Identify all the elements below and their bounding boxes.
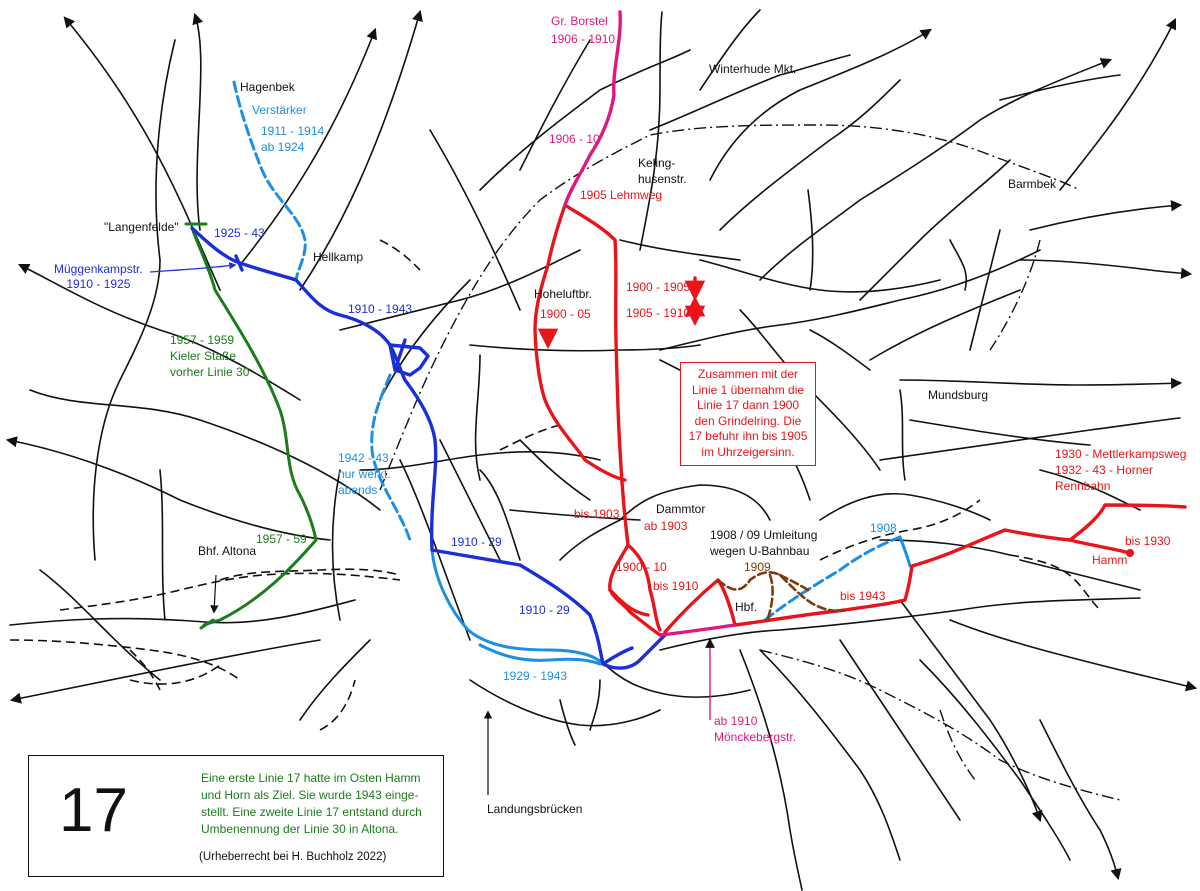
label-1909: 1909 <box>744 560 771 574</box>
label-hbf: Hbf. <box>735 600 758 614</box>
label-1900-1905: 1900 - 1905 <box>626 280 691 294</box>
label-umleitung: 1908 / 09 Umleitung wegen U-Bahnbau <box>710 528 818 558</box>
label-langenfelde: "Langenfelde" <box>104 220 179 234</box>
route-green <box>184 222 318 630</box>
label-1910-29b: 1910 - 29 <box>519 603 570 617</box>
label-lehmweg: 1905 Lehmweg <box>580 188 663 202</box>
label-bis1943: bis 1943 <box>840 589 886 603</box>
label-1925-43: 1925 - 43 <box>214 226 265 240</box>
label-1900-10: 1900 - 10 <box>616 560 667 574</box>
label-ab1903: ab 1903 <box>644 519 688 533</box>
label-1910-1943: 1910 - 1943 <box>348 302 413 316</box>
route-lightblue <box>232 80 912 666</box>
label-1900-05: 1900 - 05 <box>540 307 591 321</box>
grindelring-info-box: Zusammen mit der Linie 1 übernahm die Li… <box>680 362 816 466</box>
label-ab1910: ab 1910 Mönckebergstr. <box>714 714 797 744</box>
base-network <box>5 9 1198 891</box>
label-mettlerkamp: 1930 - Mettlerkampsweg 1932 - 43 - Horne… <box>1055 447 1187 493</box>
route-brown <box>716 570 847 620</box>
label-1942-43: 1942 - 43 nur werkt. abends <box>338 451 391 497</box>
label-dammtor: Dammtor <box>656 502 706 516</box>
label-1908: 1908 <box>870 521 897 535</box>
label-bis1910: bis 1910 <box>653 579 699 593</box>
label-mueggenkamp: Müggenkampstr. 1910 - 1925 <box>54 262 143 291</box>
label-hamm: Hamm <box>1092 553 1128 567</box>
label-kieler: 1957 - 1959 Kieler Staße vorher Linie 30 <box>170 333 250 379</box>
label-kelinghusen: Keling- husenstr. <box>638 156 687 186</box>
label-verstaerker: Verstärker <box>252 103 307 117</box>
label-verstaerker-years: 1911 - 1914 ab 1924 <box>261 124 325 154</box>
legend-text: Eine erste Linie 17 hatte im Osten Hamm … <box>201 771 422 836</box>
label-1929-1943: 1929 - 1943 <box>503 669 568 683</box>
label-hagenbek: Hagenbek <box>240 80 295 94</box>
altona-arrow <box>210 574 219 614</box>
label-barmbek: Barmbek <box>1008 177 1057 191</box>
label-bis1930: bis 1930 <box>1125 534 1171 548</box>
hamm-terminus <box>1126 549 1134 557</box>
label-hellkamp: Hellkamp <box>313 250 364 264</box>
label-hoheluft: Hoheluftbr. <box>534 287 593 301</box>
label-1910-29a: 1910 - 29 <box>451 535 502 549</box>
label-winterhude: Winterhude Mkt. <box>709 62 797 76</box>
label-1906-10: 1906 - 10 <box>549 132 600 146</box>
label-gr-borstel: Gr. Borstel 1906 - 1910 <box>551 14 616 46</box>
legend-box: 17 Eine erste Linie 17 hatte im Osten Ha… <box>28 755 444 877</box>
route-pink <box>563 10 737 637</box>
label-mundsburg: Mundsburg <box>928 388 989 402</box>
copyright-note: (Urheberrecht bei H. Buchholz 2022) <box>199 851 387 863</box>
label-1905-1910: 1905 - 1910 <box>626 306 691 320</box>
route-blue <box>190 226 667 670</box>
label-1957-59: 1957 - 59 <box>256 532 307 546</box>
label-bhf-altona: Bhf. Altona <box>198 544 257 558</box>
line-number: 17 <box>59 776 128 845</box>
label-bis1903: bis 1903 <box>574 507 620 521</box>
mueggenkamp-arrow <box>149 262 237 273</box>
label-landungsbruecken: Landungsbrücken <box>487 802 583 816</box>
